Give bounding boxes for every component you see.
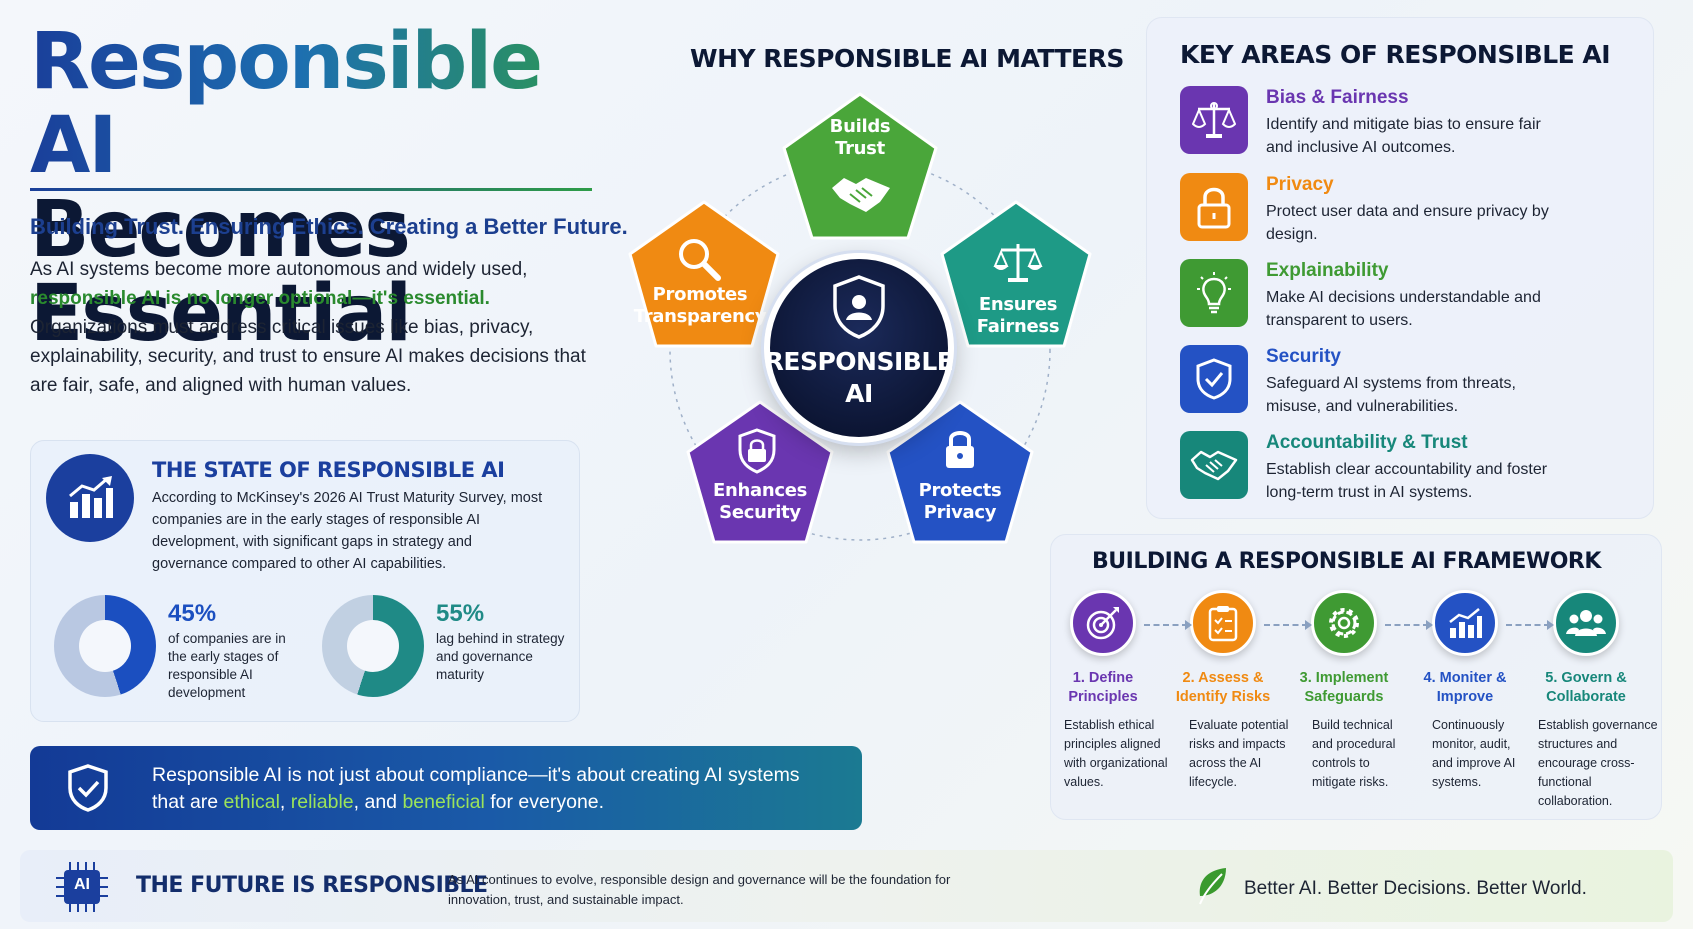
footer-title: THE FUTURE IS RESPONSIBLE [136, 873, 488, 898]
step-arrow [1264, 620, 1312, 630]
ai-chip-icon [52, 860, 112, 914]
step-desc: Evaluate potential risks and impacts acr… [1189, 718, 1289, 789]
framework-title: BUILDING A RESPONSIBLE AI FRAMEWORK [1092, 549, 1601, 574]
step-desc: Continuously monitor, audit, and improve… [1432, 718, 1516, 789]
state-title: THE STATE OF RESPONSIBLE AI [152, 458, 505, 482]
step-title: 4. Moniter &Improve [1423, 670, 1507, 705]
footer-text: As AI continues to evolve, responsible d… [448, 872, 951, 907]
key-area-desc: Identify and mitigate bias to ensure fai… [1266, 116, 1541, 156]
leaf-icon [1196, 866, 1230, 906]
why-title: WHY RESPONSIBLE AI MATTERS [690, 44, 1124, 73]
step-desc: Establish governance structures and enco… [1538, 718, 1658, 808]
title-divider [30, 188, 592, 191]
intro-text-1: As AI systems become more autonomous and… [30, 259, 528, 280]
intro-text-2: Organizations must address critical issu… [30, 317, 586, 396]
state-description: According to McKinsey's 2026 AI Trust Ma… [152, 490, 543, 572]
intro-paragraph: As AI systems become more autonomous and… [30, 255, 610, 400]
framework-card [1050, 534, 1662, 820]
compliance-banner [30, 746, 862, 830]
scales-icon [993, 244, 1043, 282]
key-area-desc: Establish clear accountability and foste… [1266, 461, 1548, 501]
group-icon [1553, 590, 1619, 656]
lock-icon [946, 431, 974, 468]
key-area-title: Bias & Fairness [1266, 87, 1409, 108]
step-title: 5. Govern &Collaborate [1545, 670, 1627, 705]
shield-check-icon [1180, 345, 1248, 413]
key-area-desc: Safeguard AI systems from threats, misus… [1266, 375, 1516, 415]
key-area-desc: Protect user data and ensure privacy by … [1266, 203, 1549, 243]
bar-chart-icon [46, 454, 134, 542]
key-area-desc: Make AI decisions understandable and tra… [1266, 289, 1541, 329]
step-arrow [1385, 620, 1433, 630]
key-area-title: Security [1266, 346, 1341, 367]
pillar-ensures-fairness [940, 200, 1092, 348]
footer-tagline: Better AI. Better Decisions. Better Worl… [1244, 878, 1587, 899]
stat-value: 55% [436, 600, 485, 627]
lock-icon [1180, 173, 1248, 241]
step-arrow [1144, 620, 1192, 630]
banner-text: Responsible AI is not just about complia… [152, 764, 800, 813]
stat-label: lag behind in strategy and governance ma… [436, 631, 565, 682]
stat-donut-45 [54, 595, 156, 697]
key-area-title: Privacy [1266, 174, 1334, 195]
key-areas-title: KEY AREAS OF RESPONSIBLE AI [1180, 40, 1611, 69]
stat-value: 45% [168, 600, 217, 627]
center-badge [764, 253, 954, 443]
page-title-line1: Responsible AI [30, 20, 630, 188]
intro-highlight: responsible AI is no longer optional—it'… [30, 288, 490, 309]
key-area-title: Explainability [1266, 260, 1389, 281]
target-icon [1070, 590, 1136, 656]
pillar-promotes-transparency [628, 200, 780, 348]
magnifier-icon [679, 239, 721, 281]
step-arrow [1506, 620, 1554, 630]
gear-icon [1311, 590, 1377, 656]
page-title-line2: Becomes Essential [30, 185, 412, 359]
pillar-protects-privacy [886, 400, 1034, 544]
step-title: 2. Assess &Identify Risks [1175, 670, 1271, 705]
shield-check-icon [62, 762, 114, 814]
scales-icon [1180, 86, 1248, 154]
ai-chip-label: AI [74, 876, 90, 893]
handshake-icon [1180, 431, 1248, 499]
shield-lock-icon [738, 428, 776, 474]
shield-user-icon [833, 275, 885, 339]
step-desc: Build technical and procedural controls … [1312, 718, 1396, 789]
page-title: Responsible AI Becomes Essential [30, 20, 630, 356]
clipboard-icon [1190, 590, 1256, 656]
key-area-title: Accountability & Trust [1266, 432, 1468, 453]
pillar-builds-trust [782, 92, 938, 240]
step-desc: Establish ethical principles aligned wit… [1064, 718, 1168, 789]
lightbulb-icon [1180, 259, 1248, 327]
footer-bar [20, 850, 1673, 922]
tagline: Building Trust. Ensuring Ethics. Creatin… [30, 214, 628, 239]
orbit-ring [669, 159, 1051, 541]
stat-donut-55 [322, 595, 424, 697]
handshake-icon [832, 178, 890, 212]
bar-chart-icon [1432, 590, 1498, 656]
stat-label: of companies are in the early stages of … [168, 631, 286, 700]
